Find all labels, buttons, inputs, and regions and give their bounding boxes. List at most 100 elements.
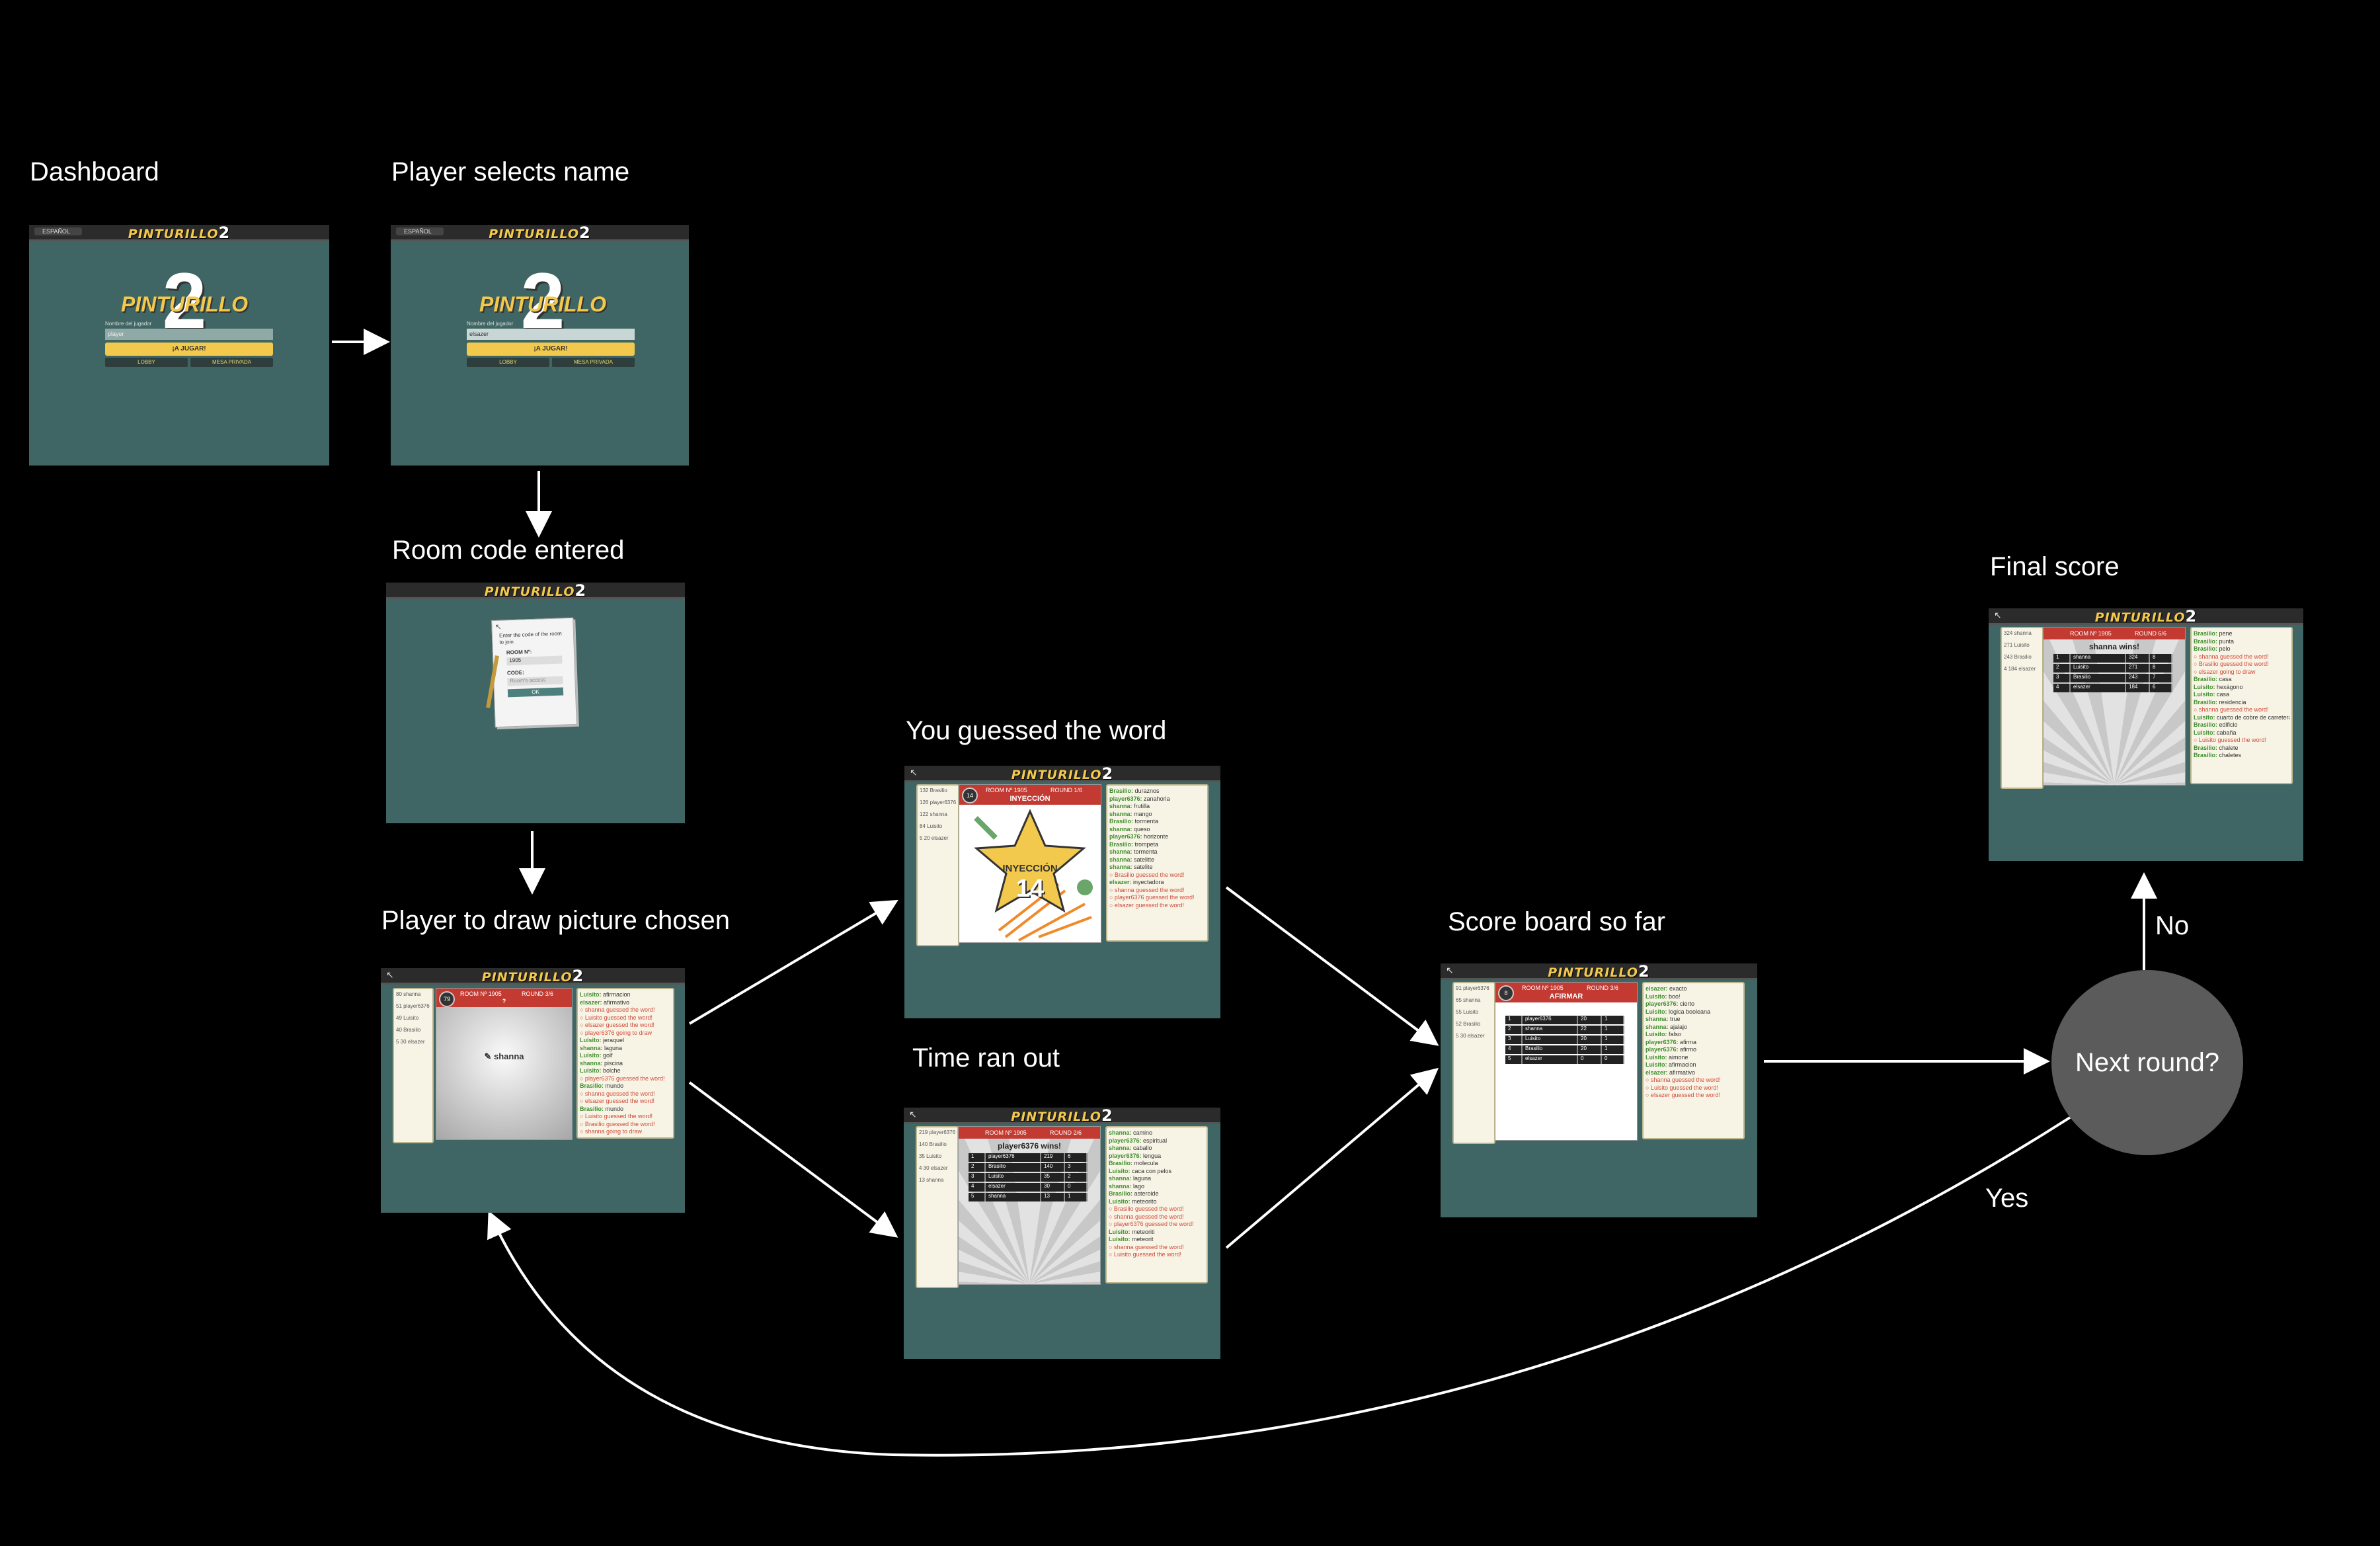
name-label: Nombre del jugador xyxy=(467,321,514,327)
name-input[interactable]: player xyxy=(105,329,273,340)
language-select[interactable]: ESPAÑOL xyxy=(396,227,444,235)
top-bar: ↖ PINTURILLO2 xyxy=(1441,963,1757,981)
chat-message: ○ shanna going to draw xyxy=(580,1128,642,1135)
chat-message: ○ Luisito guessed the word! xyxy=(580,1014,653,1021)
back-icon[interactable]: ↖ xyxy=(495,622,502,632)
chat-message: ○ player6376 guessed the word! xyxy=(1109,894,1195,901)
logo: PINTURILLO2 xyxy=(484,583,587,600)
chat-message: shanna: lago xyxy=(1109,1182,1145,1190)
player-entry: 271 Luisito xyxy=(2004,642,2030,648)
screen-dashboard: ESPAÑOL PINTURILLO2 2 PINTURILLO Nombre … xyxy=(29,225,329,466)
chat-message: Luisito: afirmacion xyxy=(1646,1061,1696,1068)
chat-message: ○ player6376 guessed the word! xyxy=(580,1075,665,1082)
chat-message: Luisito: aimone xyxy=(1646,1053,1688,1061)
round-header: ROOM Nº 1905 ROUND 6/6 xyxy=(2043,628,2185,639)
private-table-button[interactable]: MESA PRIVADA xyxy=(190,358,273,367)
chat-message: Brasilio: residencia xyxy=(2194,698,2246,706)
drawing-canvas[interactable]: ROOM Nº 1905 ROUND 3/6 ? 79 ✎ shanna xyxy=(436,988,573,1140)
player-entry: 122 shanna xyxy=(920,811,947,817)
chat-message: Brasilio: trompeta xyxy=(1109,840,1159,848)
drawing-canvas[interactable]: ROOM Nº 1905 ROUND 1/6 INYECCIÓN 14 INYE… xyxy=(959,784,1101,943)
chat-message: Luisito: meteoriti xyxy=(1109,1228,1155,1235)
lobby-button[interactable]: LOBBY xyxy=(467,358,549,367)
chat-message: Brasilio: edificio xyxy=(2194,721,2238,728)
chat-message: Brasilio: mundo xyxy=(580,1105,624,1112)
chat-message: Luisito: jeraquel xyxy=(580,1037,625,1043)
player-entry: 5 20 elsazer xyxy=(920,835,949,841)
name-label: Nombre del jugador xyxy=(105,321,152,327)
player-entry: 65 shanna xyxy=(1456,997,1481,1003)
back-icon[interactable]: ↖ xyxy=(909,1109,917,1119)
back-icon[interactable]: ↖ xyxy=(1994,610,2002,620)
chat-message: shanna: tormenta xyxy=(1109,848,1158,855)
timer-badge: 14 xyxy=(962,788,978,803)
chat-message: player6376: cierto xyxy=(1646,1000,1695,1007)
back-icon[interactable]: ↖ xyxy=(1446,965,1454,975)
scoreboard-canvas: ROOM Nº 1905 ROUND 2/6 player6376 wins! … xyxy=(958,1126,1101,1285)
lobby-button[interactable]: LOBBY xyxy=(105,358,188,367)
label-time-ran-out: Time ran out xyxy=(912,1043,1060,1073)
back-icon[interactable]: ↖ xyxy=(910,767,918,778)
chat-message: elsazer: afirmativo xyxy=(1646,1069,1696,1076)
room-label: ROOM Nº: xyxy=(506,649,532,656)
chat-message: Brasilio: casa xyxy=(2194,676,2232,682)
code-label: CODE: xyxy=(506,669,524,676)
code-input[interactable]: Room's access xyxy=(507,676,563,686)
room-input[interactable]: 1905 xyxy=(506,655,563,666)
ok-button[interactable]: OK xyxy=(507,687,564,698)
room-dialog: ↖ Enter the code of the room to join ROO… xyxy=(491,617,577,728)
chat-message: shanna: ajalajo xyxy=(1646,1023,1688,1030)
name-input[interactable]: elsazer xyxy=(467,329,635,340)
top-bar: ↖ PINTURILLO2 xyxy=(381,968,685,985)
chat-message: ○ shanna guessed the word! xyxy=(2194,706,2269,713)
chat-message: shanna: laguna xyxy=(1109,1175,1152,1182)
chat-message: elsazer: inyectadora xyxy=(1109,879,1164,885)
chat-message: Brasilio: molecula xyxy=(1109,1160,1158,1166)
player-entry: 55 Luisito xyxy=(1456,1009,1479,1015)
sticker-number: 14 xyxy=(1015,875,1045,903)
chat-message: elsazer: afirmativo xyxy=(580,998,630,1006)
player-entry: 80 shanna xyxy=(396,991,421,997)
private-table-button[interactable]: MESA PRIVADA xyxy=(552,358,635,367)
chat-message: Luisito: logica booleana xyxy=(1646,1008,1711,1015)
chat-message: Brasilio: pene xyxy=(2194,630,2233,637)
chat-message: shanna: piscina xyxy=(580,1059,623,1067)
chat-message: shanna: true xyxy=(1646,1016,1681,1022)
player-entry: 4 184 elsazer xyxy=(2004,666,2036,672)
big-logo: 2 PINTURILLO xyxy=(121,257,248,345)
top-bar: ↖ PINTURILLO2 xyxy=(904,766,1220,783)
label-player-to-draw: Player to draw picture chosen xyxy=(381,906,730,935)
player-entry: 132 Brasilio xyxy=(920,788,947,793)
chat-message: ○ shanna guessed the word! xyxy=(580,1006,655,1013)
logo: PINTURILLO2 xyxy=(481,968,584,985)
play-button[interactable]: ¡A JUGAR! xyxy=(467,343,635,356)
language-select[interactable]: ESPAÑOL xyxy=(34,227,82,235)
label-final-score: Final score xyxy=(1990,552,2120,581)
chat-message: player6376: horizonte xyxy=(1109,833,1169,840)
label-room-code-entered: Room code entered xyxy=(392,536,625,565)
top-bar: ESPAÑOL PINTURILLO2 xyxy=(391,225,689,242)
chat-message: ○ Luisito guessed the word! xyxy=(580,1113,653,1119)
logo: PINTURILLO2 xyxy=(128,225,231,242)
player-entry: 35 Luisito xyxy=(919,1153,942,1159)
play-button[interactable]: ¡A JUGAR! xyxy=(105,343,273,356)
label-you-guessed: You guessed the word xyxy=(906,716,1167,745)
back-icon[interactable]: ↖ xyxy=(386,969,394,980)
arrow-guessed-to-scoreboard xyxy=(1225,886,1439,1046)
timer-badge: 8 xyxy=(1498,985,1514,1001)
chat-message: ○ shanna guessed the word! xyxy=(1109,1243,1184,1250)
logo: PINTURILLO2 xyxy=(1011,766,1114,783)
